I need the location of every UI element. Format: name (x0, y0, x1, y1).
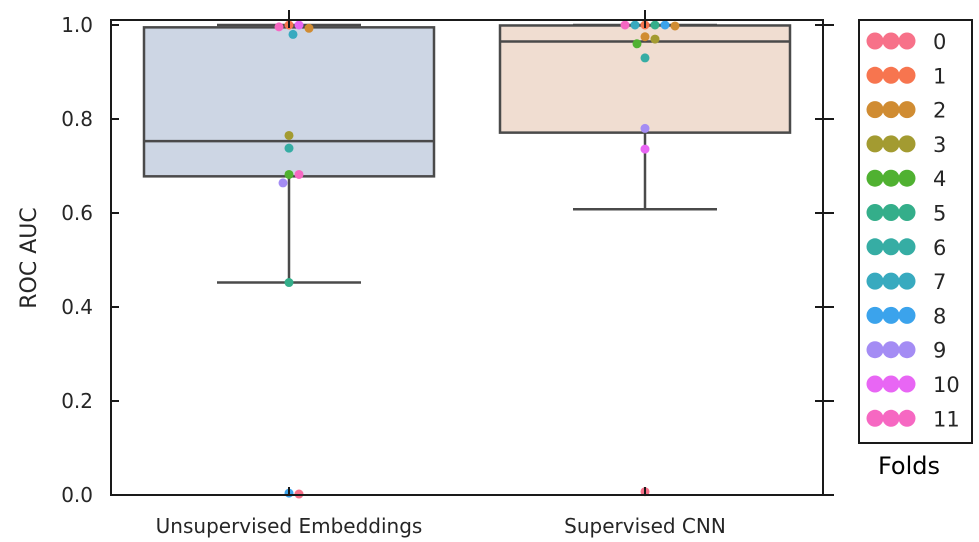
data-point-fold-6 (640, 53, 650, 63)
legend-marker (898, 101, 916, 119)
data-point-fold-2 (640, 32, 650, 42)
legend-marker (866, 238, 884, 256)
legend-box (858, 19, 973, 444)
legend-entry-label: 0 (933, 30, 946, 54)
box-group (498, 23, 792, 211)
legend-marker (898, 32, 916, 50)
legend-marker (898, 238, 916, 256)
legend-marker (866, 409, 884, 427)
legend-marker (882, 375, 900, 393)
legend-marker (866, 204, 884, 221)
legend-marker (882, 169, 900, 187)
legend-entry-label: 8 (933, 304, 946, 328)
y-tick-label: 0.2 (61, 389, 93, 413)
data-point-fold-2 (670, 21, 680, 31)
data-point-fold-7 (630, 20, 640, 30)
data-point-fold-3 (284, 130, 294, 140)
legend: 0 1 2 3 4 5 6 7 8 9 10 11 (858, 19, 973, 444)
legend-marker (866, 32, 884, 50)
x-tick-label: Unsupervised Embeddings (156, 514, 423, 538)
y-tick-label: 0.6 (61, 201, 93, 225)
legend-marker (882, 101, 900, 119)
legend-marker (898, 169, 916, 187)
y-tick-label: 0.0 (61, 483, 93, 507)
points-layer (274, 20, 680, 499)
legend-marker (898, 375, 916, 393)
legend-marker (898, 135, 916, 153)
legend-entry-label: 9 (933, 339, 946, 363)
data-point-fold-3 (650, 34, 660, 44)
legend-marker (898, 341, 916, 359)
legend-marker (882, 204, 900, 221)
data-point-fold-11 (274, 22, 284, 32)
box-group (142, 23, 436, 284)
legend-title: Folds (878, 452, 940, 480)
legend-marker (866, 66, 884, 84)
legend-entry-label: 5 (933, 202, 946, 226)
legend-marker (898, 409, 916, 427)
legend-marker (898, 272, 916, 290)
x-tick-label: Supervised CNN (564, 514, 726, 538)
legend-marker (898, 204, 916, 221)
legend-marker (882, 32, 900, 50)
legend-entry-label: 3 (933, 133, 946, 157)
box-iqr (498, 24, 792, 134)
data-point-fold-9 (278, 178, 288, 188)
legend-entry-label: 6 (933, 236, 946, 260)
legend-entry-label: 4 (933, 167, 946, 191)
legend-entry-label: 1 (933, 64, 946, 88)
data-point-fold-2 (304, 23, 314, 33)
data-point-fold-11 (620, 20, 630, 30)
data-point-fold-4 (284, 169, 294, 179)
legend-entry-label: 11 (933, 407, 960, 431)
legend-marker (866, 341, 884, 359)
legend-entry-label: 7 (933, 270, 946, 294)
legend-entry-label: 2 (933, 99, 946, 123)
legend-marker (866, 169, 884, 187)
data-point-fold-11 (294, 169, 304, 179)
plot-frame (110, 19, 824, 496)
data-point-fold-10 (640, 144, 650, 154)
legend-marker (866, 375, 884, 393)
y-tick-label: 1.0 (61, 13, 93, 37)
legend-marker (882, 409, 900, 427)
x-axis: Unsupervised Embeddings Supervised CNN (156, 10, 726, 538)
data-point-fold-5 (650, 20, 660, 30)
data-point-fold-8 (660, 20, 670, 30)
data-point-fold-6 (284, 143, 294, 153)
legend-marker (866, 306, 884, 324)
legend-marker (882, 306, 900, 324)
data-point-fold-10 (294, 20, 304, 30)
y-tick-label: 0.8 (61, 107, 93, 131)
legend-marker (898, 66, 916, 84)
y-axis: 0.0 0.2 0.4 0.6 0.8 1.0 (61, 13, 834, 507)
legend-marker (882, 272, 900, 290)
legend-marker (866, 101, 884, 119)
legend-marker (898, 306, 916, 324)
legend-marker (866, 272, 884, 290)
y-axis-label: ROC AUC (17, 207, 42, 308)
legend-marker (882, 135, 900, 153)
legend-marker (866, 135, 884, 153)
box-iqr (142, 26, 436, 178)
legend-marker (882, 238, 900, 256)
data-point-fold-7 (288, 29, 298, 39)
legend-marker (882, 341, 900, 359)
data-point-fold-5 (284, 278, 294, 288)
legend-entry-label: 10 (933, 373, 960, 397)
data-point-fold-9 (640, 123, 650, 133)
boxes-layer (142, 23, 792, 284)
data-point-fold-4 (632, 39, 642, 49)
legend-marker (882, 66, 900, 84)
y-tick-label: 0.4 (61, 295, 93, 319)
